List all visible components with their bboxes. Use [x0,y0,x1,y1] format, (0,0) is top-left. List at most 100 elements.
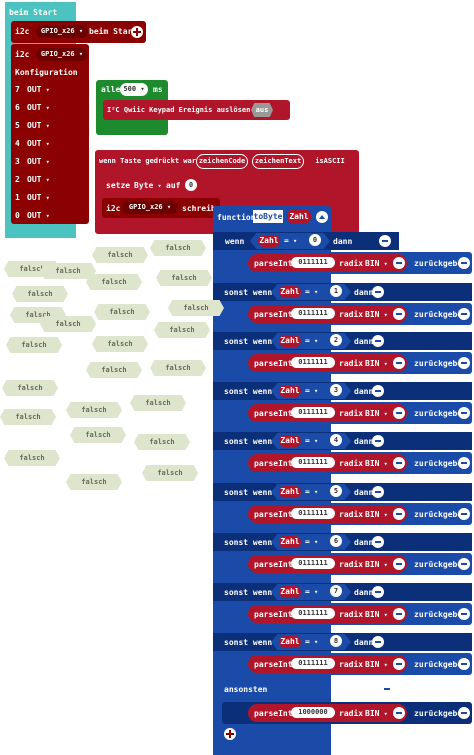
else-remove-icon[interactable] [393,707,405,719]
op-dropdown[interactable]: = [284,236,297,245]
remove-condition-icon[interactable] [372,286,384,298]
binary-value[interactable]: 0111111 [291,608,335,619]
add-icon[interactable] [131,26,143,38]
falsch-block[interactable]: falsch [2,380,58,396]
radix-dropdown[interactable]: BIN [365,510,388,519]
binary-value[interactable]: 0111111 [291,257,335,268]
falsch-block[interactable]: falsch [12,286,68,302]
zahl-var[interactable]: Zahl [279,586,301,598]
falsch-block[interactable]: falsch [66,402,122,418]
falsch-block[interactable]: falsch [150,360,206,376]
gpio-dropdown-2[interactable]: GPIO_x26 [36,48,88,61]
falsch-block[interactable]: falsch [4,450,60,466]
zahl-var[interactable]: Zahl [279,385,301,397]
case-number[interactable]: 6 [330,535,342,547]
remove-return-icon[interactable] [393,658,405,670]
falsch-block[interactable]: falsch [154,322,210,338]
interval-dropdown[interactable]: 500 [120,83,148,96]
op-dropdown[interactable]: = [305,587,318,596]
falsch-block[interactable]: falsch [6,337,62,353]
remove-return-icon[interactable] [393,608,405,620]
falsch-block[interactable]: falsch [142,465,198,481]
delete-return-icon[interactable] [458,257,470,269]
return-row[interactable]: parseInt0111111radixBINzurückgeben [222,503,472,525]
remove-return-icon[interactable] [393,308,405,320]
falsch-block[interactable]: falsch [130,395,186,411]
remove-return-icon[interactable] [393,558,405,570]
remove-condition-icon[interactable] [372,636,384,648]
gpio-dropdown[interactable]: GPIO_x26 [36,25,88,38]
binary-value[interactable]: 0111111 [291,308,335,319]
remove-condition-icon[interactable] [372,435,384,447]
falsch-block[interactable]: falsch [134,434,190,450]
remove-condition-icon[interactable] [372,486,384,498]
remove-return-icon[interactable] [393,457,405,469]
remove-return-icon[interactable] [393,407,405,419]
falsch-block[interactable]: falsch [150,240,206,256]
falsch-block[interactable]: falsch [40,316,96,332]
delete-return-icon[interactable] [458,308,470,320]
remove-condition-icon[interactable] [372,586,384,598]
delete-return-icon[interactable] [458,357,470,369]
remove-return-icon[interactable] [393,257,405,269]
zahl-var[interactable]: Zahl [279,636,301,648]
return-row[interactable]: parseInt0111111radixBINzurückgeben [222,603,472,625]
case-number[interactable]: 0 [309,234,321,246]
set-value[interactable]: 0 [185,179,197,191]
op-dropdown[interactable]: = [305,637,318,646]
delete-return-icon[interactable] [458,608,470,620]
zahl-var[interactable]: Zahl [279,435,301,447]
radix-dropdown[interactable]: BIN [365,259,388,268]
function-name-field[interactable]: toByte [253,210,283,223]
falsch-block[interactable]: falsch [66,474,122,490]
delete-return-icon[interactable] [458,558,470,570]
falsch-block[interactable]: falsch [94,304,150,320]
case-number[interactable]: 7 [330,585,342,597]
config-pin-mode[interactable]: OUT [27,121,50,130]
return-row[interactable]: parseInt0111111radixBINzurückgeben [222,303,472,325]
return-row[interactable]: parseInt0111111radixBINzurückgeben [222,553,472,575]
remove-condition-icon[interactable] [372,536,384,548]
case-number[interactable]: 1 [330,285,342,297]
binary-value[interactable]: 0111111 [291,357,335,368]
radix-dropdown[interactable]: BIN [365,459,388,468]
case-number[interactable]: 4 [330,434,342,446]
return-row[interactable]: parseInt0111111radixBINzurückgeben [222,402,472,424]
delete-return-icon[interactable] [458,658,470,670]
else-return-row[interactable]: parseInt 1000000 radix BIN zurückgeben [222,702,472,724]
radix-dropdown[interactable]: BIN [365,310,388,319]
param-isascii[interactable]: isASCII [308,154,352,168]
function-header[interactable]: function toByte Zahl [213,206,333,228]
else-radix-dropdown[interactable]: BIN [365,709,388,718]
gpio-dropdown-3[interactable]: GPIO_x26 [122,201,178,214]
radix-dropdown[interactable]: BIN [365,560,388,569]
i2c-config-block[interactable]: i2c GPIO_x26 Konfiguration [11,44,89,224]
op-dropdown[interactable]: = [305,436,318,445]
radix-dropdown[interactable]: BIN [365,660,388,669]
radix-dropdown[interactable]: BIN [365,409,388,418]
case-number[interactable]: 5 [330,485,342,497]
config-pin-mode[interactable]: OUT [27,85,50,94]
delete-return-icon[interactable] [458,457,470,469]
falsch-block[interactable]: falsch [86,362,142,378]
return-row[interactable]: parseInt0111111radixBINzurückgeben [222,352,472,374]
falsch-block[interactable]: falsch [92,336,148,352]
